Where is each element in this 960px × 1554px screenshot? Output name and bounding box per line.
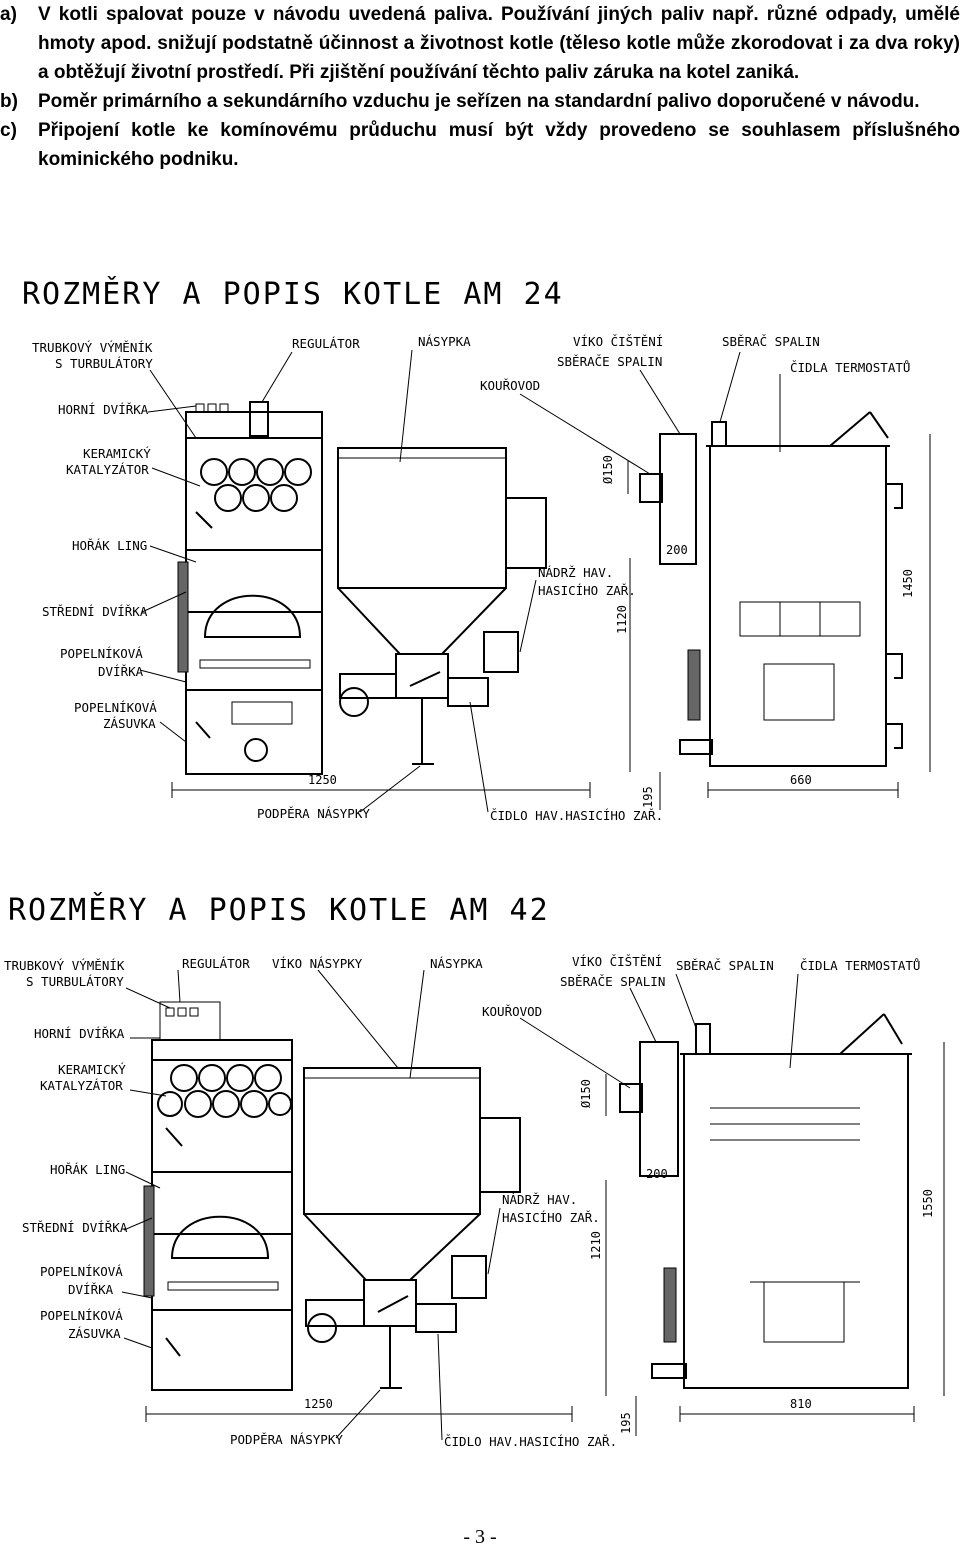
label-cleaning-lid: VÍKO ČIŠTĚNÍ <box>573 334 663 349</box>
label-ash-drawer: POPELNÍKOVÁ <box>74 700 157 715</box>
dim-195: 195 <box>641 786 655 808</box>
label-upper-door: HORNÍ DVÍŘKA <box>58 402 149 417</box>
label-hopper-support: PODPĚRA NÁSYPKY <box>257 806 370 821</box>
dim-width-side: 660 <box>790 773 812 787</box>
intro-text: Poměr primárního a sekundárního vzduchu … <box>38 91 920 112</box>
intro-text: V kotli spalovat pouze v návodu uvedená … <box>38 4 960 83</box>
hopper <box>303 1067 521 1389</box>
dim-width-front: 1250 <box>304 1397 333 1411</box>
diagram-am24: ROZMĚRY A POPIS KOTLE AM 24 TRUBKOVÝ VÝM… <box>0 262 960 840</box>
label-ash-door: POPELNÍKOVÁ <box>40 1264 123 1279</box>
dim-200: 200 <box>646 1167 668 1181</box>
label-hopper: NÁSYPKA <box>418 334 471 349</box>
label-hopper: NÁSYPKA <box>430 956 483 971</box>
dim-200: 200 <box>666 543 688 557</box>
label-flue-collector: SBĚRAČ SPALIN <box>722 334 820 349</box>
diagram-am24-drawing: ROZMĚRY A POPIS KOTLE AM 24 TRUBKOVÝ VÝM… <box>22 276 931 823</box>
label-exchanger-2: S TURBULÁTORY <box>55 356 153 371</box>
diagram-title: ROZMĚRY A POPIS KOTLE AM 24 <box>22 276 564 312</box>
dim-height-total: 1550 <box>921 1189 935 1218</box>
dimension-lines <box>171 434 931 810</box>
label-ceramic: KERAMICKÝ <box>58 1062 126 1077</box>
label-exchanger: TRUBKOVÝ VÝMĚNÍK <box>32 340 153 355</box>
dim-diameter: Ø150 <box>601 455 615 484</box>
leader-lines <box>139 349 781 813</box>
page-number: - 3 - <box>463 1526 497 1548</box>
label-ash-drawer-2: ZÁSUVKA <box>103 716 156 731</box>
label-flue-collector: SBĚRAČ SPALIN <box>676 958 774 973</box>
label-tank-2: HASICÍHO ZAŘ. <box>538 583 636 598</box>
dimension-lines <box>145 1042 945 1436</box>
dim-diameter: Ø150 <box>579 1079 593 1108</box>
label-ceramic: KERAMICKÝ <box>83 446 151 461</box>
label-catalyst: KATALYZÁTOR <box>40 1078 123 1093</box>
leader-lines <box>121 969 799 1441</box>
label-upper-door: HORNÍ DVÍŘKA <box>34 1026 125 1041</box>
label-safety-sensor: ČIDLO HAV.HASICÍHO ZAŘ. <box>444 1434 617 1449</box>
dim-width-side: 810 <box>790 1397 812 1411</box>
dim-height-inner: 1210 <box>589 1231 603 1260</box>
dim-width-front: 1250 <box>308 773 337 787</box>
label-cleaning-lid-2: SBĚRAČE SPALIN <box>557 354 662 369</box>
intro-marker: c) <box>0 120 17 141</box>
intro-list: a) V kotli spalovat pouze v návodu uvede… <box>0 0 960 174</box>
label-flue: KOUŘOVOD <box>480 378 540 393</box>
intro-marker: a) <box>0 4 17 25</box>
diagram-title: ROZMĚRY A POPIS KOTLE AM 42 <box>8 892 550 928</box>
label-ash-door-2: DVÍŘKA <box>68 1282 114 1297</box>
intro-item-c: c) Připojení kotle ke komínovému průduch… <box>0 116 960 174</box>
dim-height-total: 1450 <box>901 569 915 598</box>
diagram-am42-drawing: ROZMĚRY A POPIS KOTLE AM 42 TRUBKOVÝ VÝM… <box>4 892 945 1449</box>
label-middle-door: STŘEDNÍ DVÍŘKA <box>22 1220 128 1235</box>
label-ash-door-2: DVÍŘKA <box>98 664 144 679</box>
boiler-front-view <box>177 401 323 775</box>
label-ash-drawer: POPELNÍKOVÁ <box>40 1308 123 1323</box>
intro-item-a: a) V kotli spalovat pouze v návodu uvede… <box>0 0 960 87</box>
dim-height-inner: 1120 <box>615 605 629 634</box>
label-flue: KOUŘOVOD <box>482 1004 542 1019</box>
intro-text: Připojení kotle ke komínovému průduchu m… <box>38 120 960 170</box>
label-thermostat-sensors: ČIDLA TERMOSTATŮ <box>790 360 910 375</box>
intro-item-b: b) Poměr primárního a sekundárního vzduc… <box>0 87 960 116</box>
label-thermostat-sensors: ČIDLA TERMOSTATŮ <box>800 958 920 973</box>
label-ash-drawer-2: ZÁSUVKA <box>68 1326 121 1341</box>
label-middle-door: STŘEDNÍ DVÍŘKA <box>42 604 148 619</box>
label-regulator: REGULÁTOR <box>182 956 250 971</box>
label-burner: HOŘÁK LING <box>72 538 147 553</box>
label-burner: HOŘÁK LING <box>50 1162 125 1177</box>
dim-195: 195 <box>619 1412 633 1434</box>
label-ash-door: POPELNÍKOVÁ <box>60 646 143 661</box>
label-tank: NÁDRŽ HAV. <box>538 565 613 580</box>
boiler-side-view <box>619 1013 912 1389</box>
hopper <box>337 447 547 765</box>
label-hopper-lid: VÍKO NÁSYPKY <box>272 956 363 971</box>
label-tank: NÁDRŽ HAV. <box>502 1192 577 1207</box>
label-cleaning-lid-2: SBĚRAČE SPALIN <box>560 974 665 989</box>
intro-marker: b) <box>0 91 18 112</box>
label-exchanger: TRUBKOVÝ VÝMĚNÍK <box>4 958 125 973</box>
label-safety-sensor: ČIDLO HAV.HASICÍHO ZAŘ. <box>490 808 663 823</box>
label-regulator: REGULÁTOR <box>292 336 360 351</box>
label-cleaning-lid: VÍKO ČIŠTĚNÍ <box>572 954 662 969</box>
label-hopper-support: PODPĚRA NÁSYPKY <box>230 1432 343 1447</box>
label-tank-2: HASICÍHO ZAŘ. <box>502 1210 600 1225</box>
boiler-front-view <box>143 1001 293 1391</box>
label-exchanger-2: S TURBULÁTORY <box>26 974 124 989</box>
diagram-am42: ROZMĚRY A POPIS KOTLE AM 42 TRUBKOVÝ VÝM… <box>0 878 960 1478</box>
boiler-side-view <box>639 411 903 767</box>
label-catalyst: KATALYZÁTOR <box>66 462 149 477</box>
